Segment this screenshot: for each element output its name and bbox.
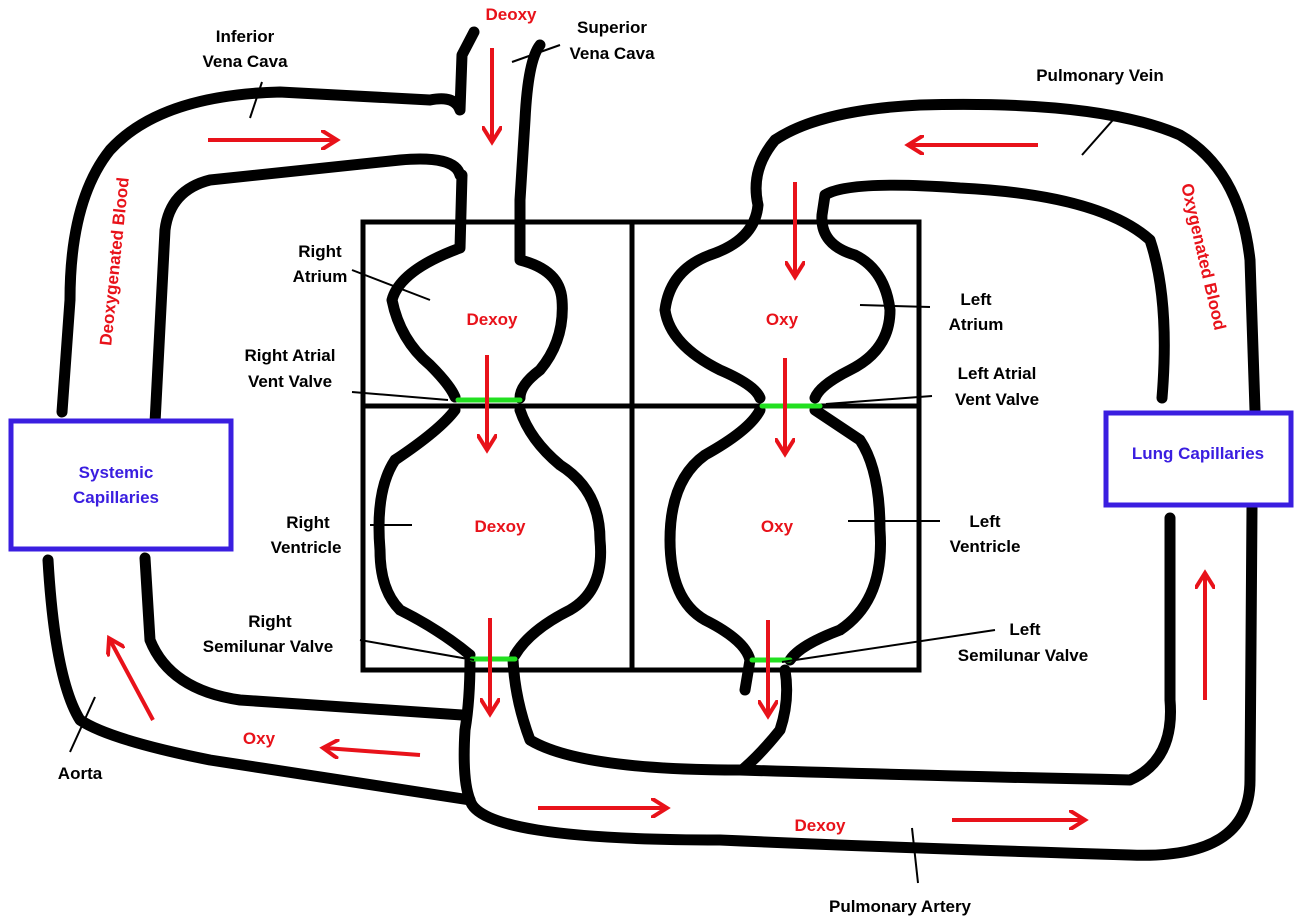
flow-arrow-aorta-up [110, 640, 153, 720]
aorta-label: Aorta [58, 764, 103, 783]
lung-capillaries-box: Lung Capillaries [1106, 413, 1291, 505]
right-atrium-label-1: Right [298, 242, 342, 261]
systemic-capillaries-label-1: Systemic [79, 463, 154, 482]
left-semilunar-label-1: Left [1009, 620, 1041, 639]
right-av-valve-label-2: Vent Valve [248, 372, 332, 391]
lung-capillaries-label: Lung Capillaries [1132, 444, 1264, 463]
left-ventricle-label-2: Ventricle [950, 537, 1021, 556]
oxygenated-blood-label: Oxygenated Blood [1177, 181, 1229, 332]
left-atrium-label-1: Left [960, 290, 992, 309]
right-semilunar-label-1: Right [248, 612, 292, 631]
left-atrium-label-2: Atrium [949, 315, 1004, 334]
deoxygenated-blood-label: Deoxygenated Blood [96, 176, 133, 346]
pulmonary-vein-label: Pulmonary Vein [1036, 66, 1164, 85]
flow-arrow-aorta [325, 748, 420, 755]
inferior-vena-cava-label-1: Inferior [216, 27, 275, 46]
right-atrium-label-2: Atrium [293, 267, 348, 286]
right-av-valve-label-1: Right Atrial [245, 346, 336, 365]
pulmonary-artery-label: Pulmonary Artery [829, 897, 972, 916]
inferior-vena-cava-label-2: Vena Cava [202, 52, 288, 71]
systemic-capillaries-box: Systemic Capillaries [11, 421, 231, 549]
superior-vena-cava-label-1: Superior [577, 18, 647, 37]
left-atrium-state: Oxy [766, 310, 799, 329]
superior-vena-cava-label-2: Vena Cava [569, 44, 655, 63]
systemic-capillaries-label-2: Capillaries [73, 488, 159, 507]
left-semilunar-label-2: Semilunar Valve [958, 646, 1088, 665]
deoxy-top-label: Deoxy [485, 5, 537, 24]
right-ventricle-label-1: Right [286, 513, 330, 532]
left-ventricle-label-1: Left [969, 512, 1001, 531]
left-av-valve-label-2: Vent Valve [955, 390, 1039, 409]
left-ventricle-state: Oxy [761, 517, 794, 536]
left-av-valve-label-1: Left Atrial [958, 364, 1037, 383]
right-ventricle-label-2: Ventricle [271, 538, 342, 557]
pulmonary-artery-state: Dexoy [794, 816, 846, 835]
heart-chambers-box [363, 222, 919, 670]
right-ventricle-state: Dexoy [474, 517, 526, 536]
aorta-state: Oxy [243, 729, 276, 748]
right-semilunar-label-2: Semilunar Valve [203, 637, 333, 656]
right-atrium-state: Dexoy [466, 310, 518, 329]
